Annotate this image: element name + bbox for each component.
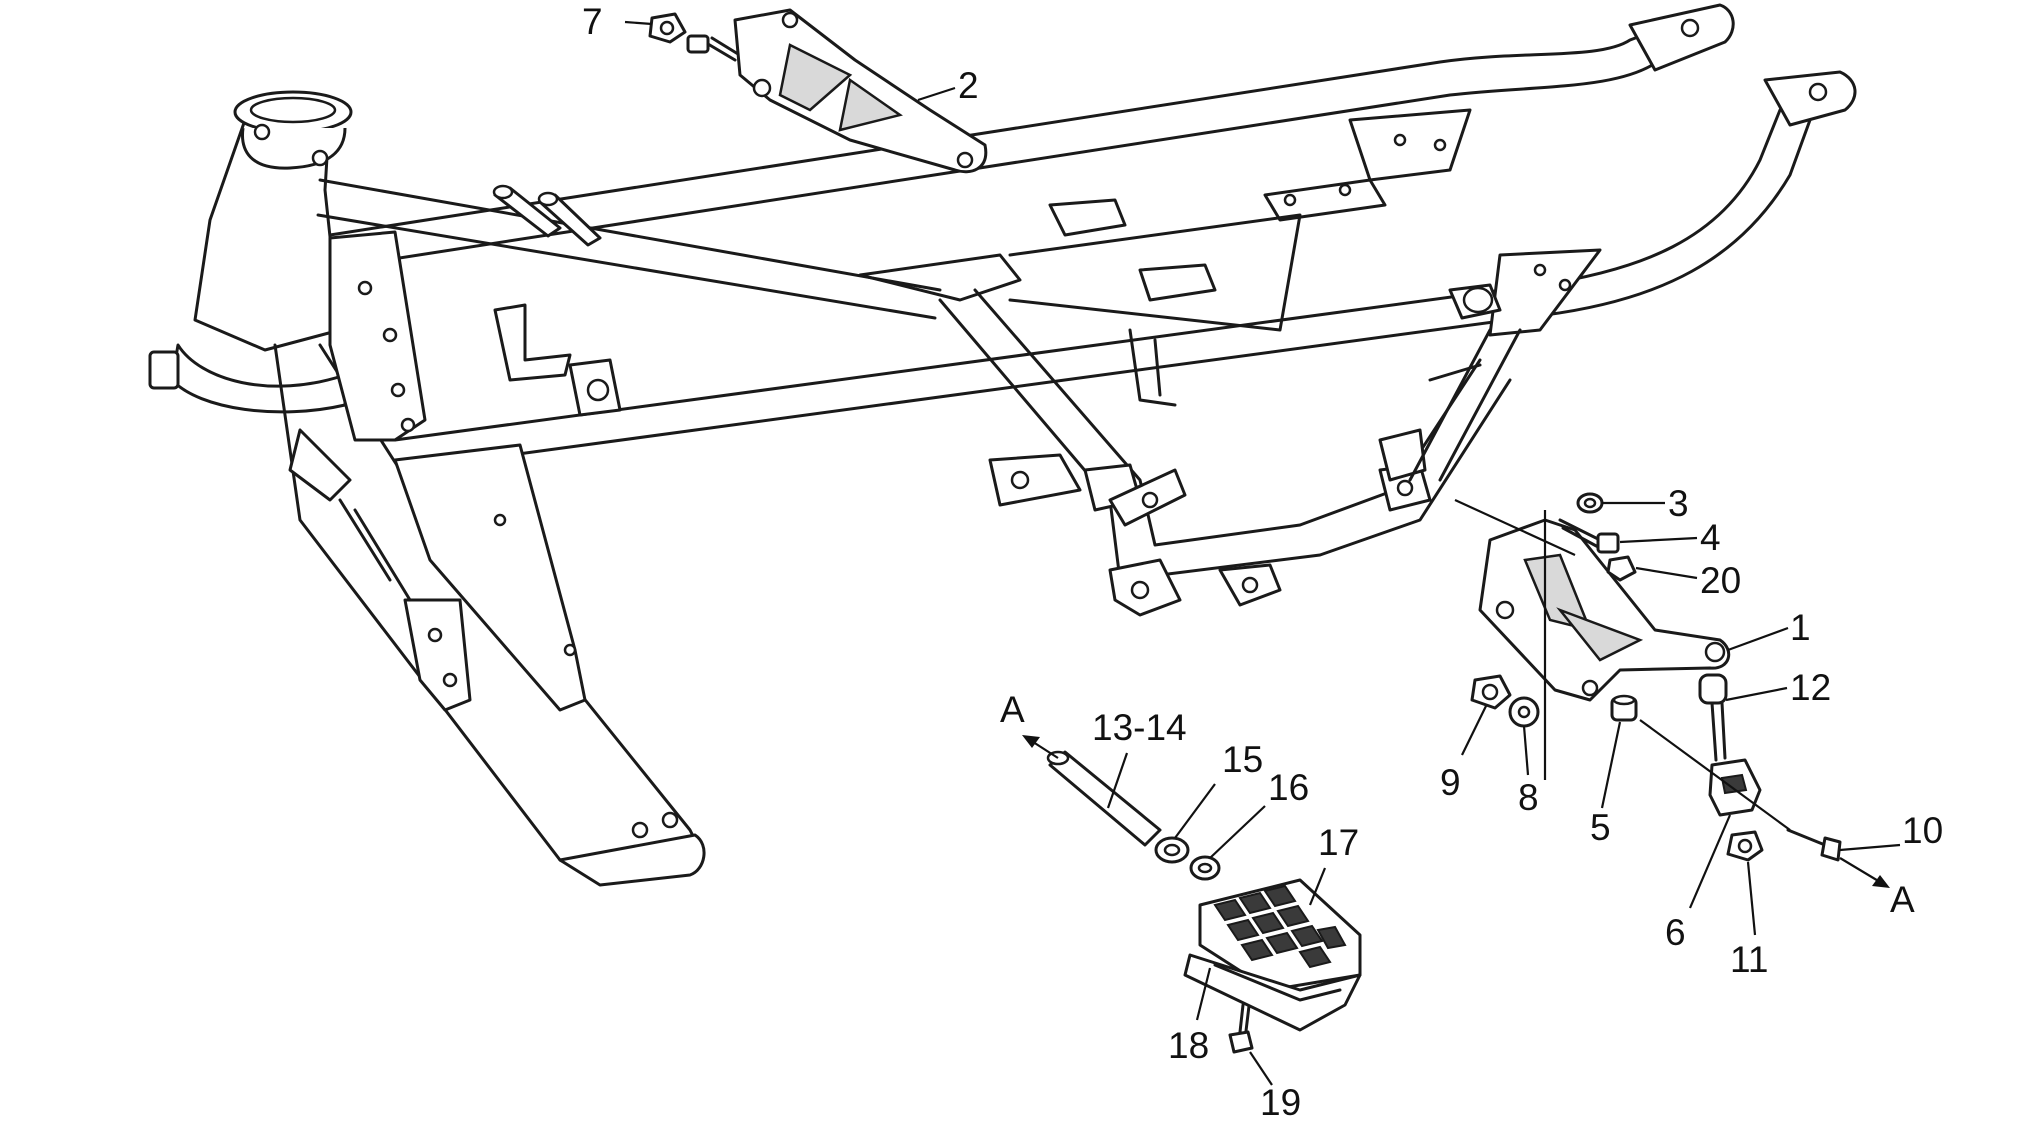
callout-2: 2 [958,65,979,106]
part-3-washer [1576,492,1604,514]
reference-arrow-left [1022,735,1059,759]
callout-20: 20 [1700,560,1741,601]
callout-9: 9 [1440,762,1461,803]
motorcycle-frame [148,3,1857,887]
reference-arrow-right [1839,857,1890,888]
callout-4: 4 [1700,517,1721,558]
callout-7: 7 [582,1,603,42]
lower-cradle [938,288,1512,617]
rear-pivot-plate [1348,108,1602,482]
steering-head-tube [148,90,353,414]
callout-17: 17 [1318,822,1359,863]
part-13-14-footrest-pin [1046,750,1162,847]
callout-3: 3 [1668,483,1689,524]
down-tube-bracket [288,428,472,712]
callout-5: 5 [1590,807,1611,848]
part-6-clamp [1708,758,1762,817]
part-7-bolt [686,34,740,62]
leader-lines [624,20,1901,1086]
part-2-footrest-bracket [733,8,988,174]
callout-15: 15 [1222,739,1263,780]
callout-a-left: A [1000,689,1025,730]
callout-19: 19 [1260,1082,1301,1123]
part-8-washer [1508,696,1540,728]
callout-16: 16 [1268,767,1309,808]
part-15-washer [1154,836,1190,864]
callout-6: 6 [1665,912,1686,953]
part-7-nut [648,12,687,44]
part-19-screw [1228,1003,1254,1054]
callout-13-14: 13-14 [1092,707,1187,748]
callout-12: 12 [1790,667,1831,708]
callout-18: 18 [1168,1025,1209,1066]
frame-pins [492,184,602,247]
callout-11: 11 [1730,939,1768,980]
part-9-nut [1470,674,1512,710]
lower-gusset-plate [393,443,587,712]
part-4-bolt [1558,518,1620,554]
callout-1: 1 [1790,607,1811,648]
callout-10: 10 [1902,810,1943,851]
callout-a-right: A [1890,879,1915,920]
part-11-nut [1726,830,1764,862]
part-20-nut [1606,555,1637,582]
mid-frame-brackets [493,178,1387,417]
part-12-bolt [1698,673,1728,762]
part-1-footrest-bracket [1478,518,1731,702]
part-17-footrest-rubber [1198,878,1362,992]
callout-8: 8 [1518,777,1539,818]
part-18-footrest-support [1183,953,1362,1032]
callout-labels: 7 2 3 4 20 1 12 9 8 5 10 6 11 A A 13-14 … [582,1,1943,1123]
rear-frame-ends [1628,3,1857,127]
head-gusset-plate [328,230,427,442]
part-16-washer [1189,855,1221,881]
part-5-spacer [1610,694,1638,722]
part-10-screw [1786,828,1842,862]
